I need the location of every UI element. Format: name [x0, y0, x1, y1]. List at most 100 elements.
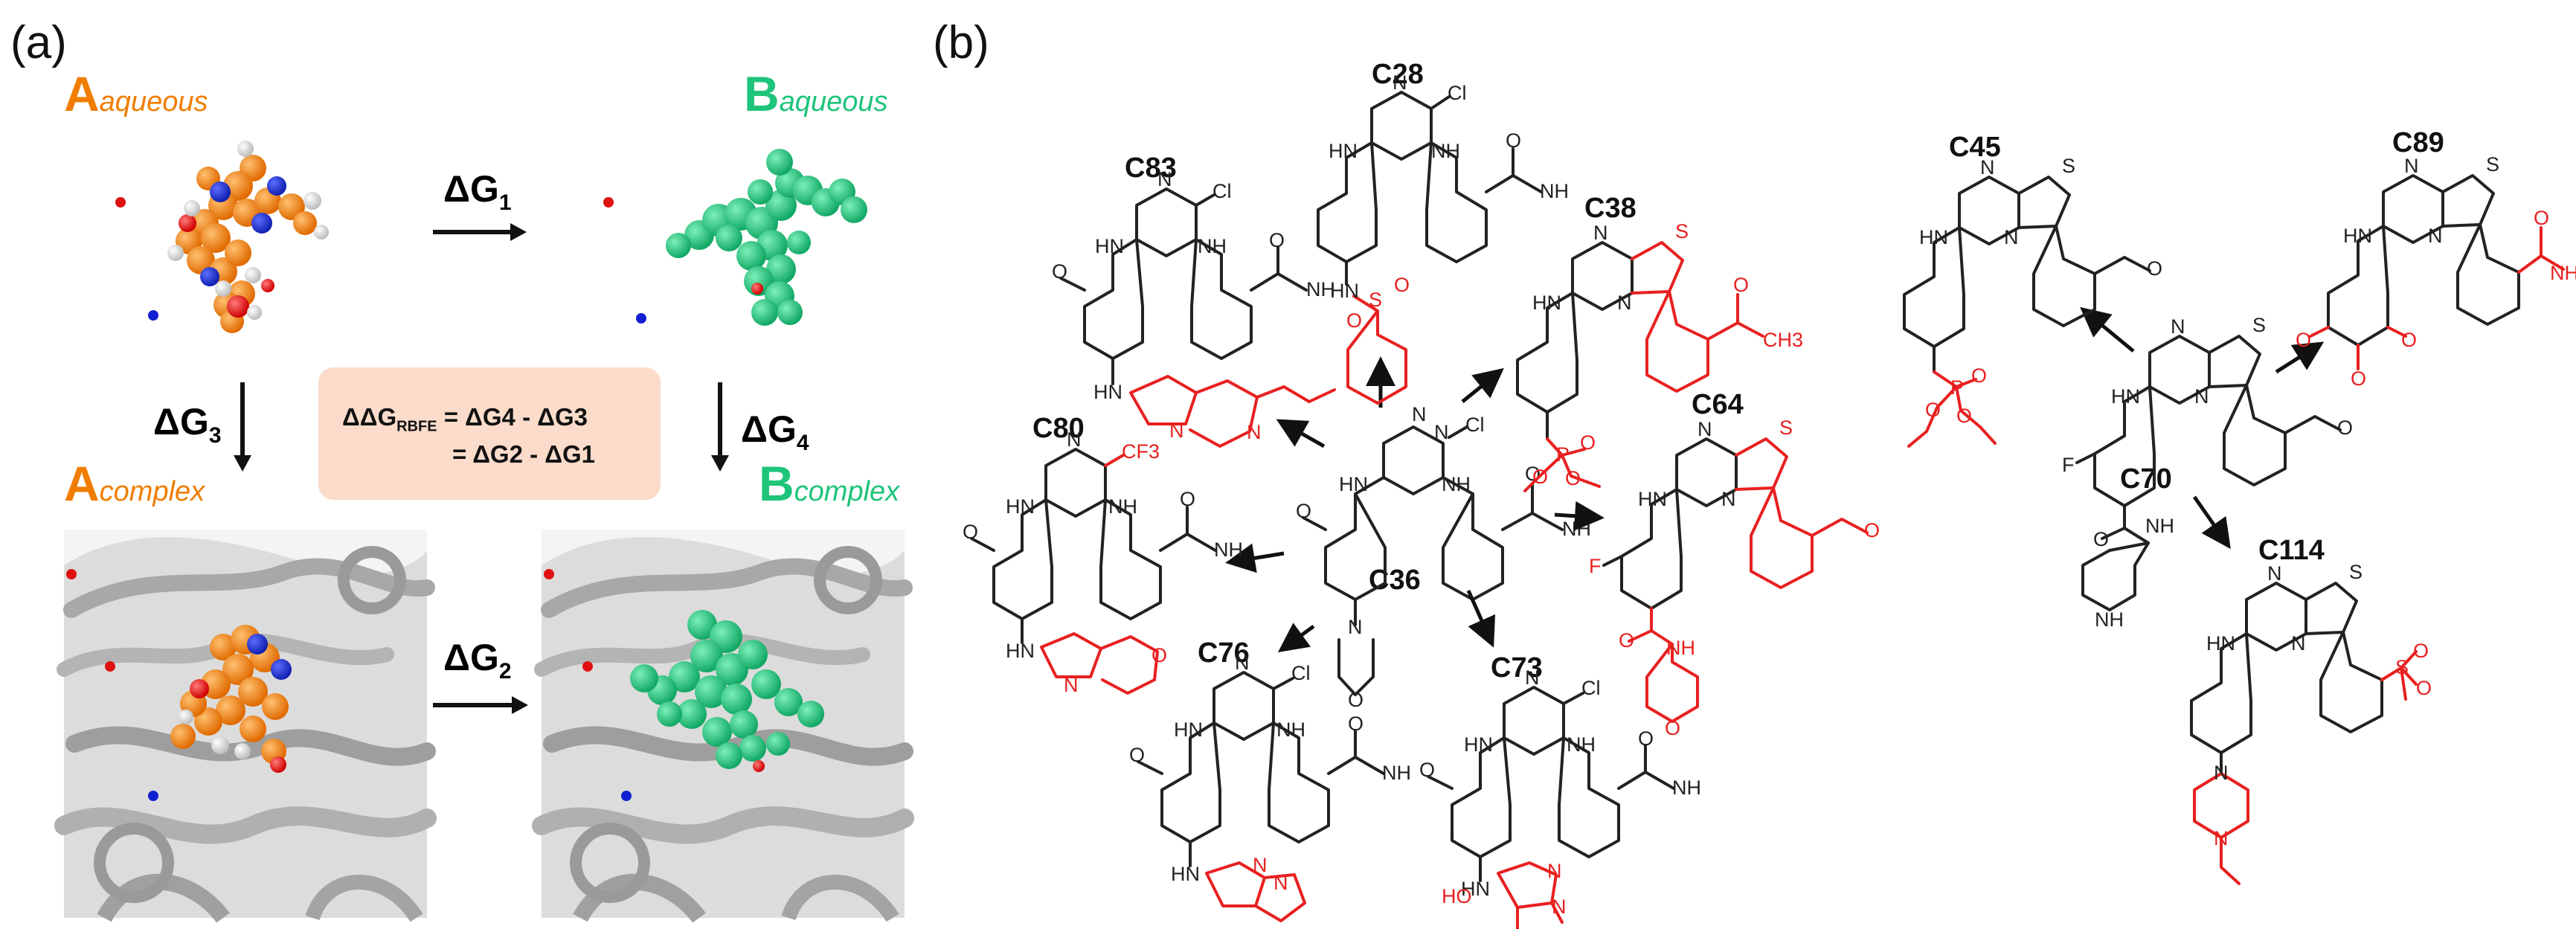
atom-o: O: [1532, 466, 1548, 488]
atom-n: N: [1067, 428, 1082, 451]
atom-o: O: [1348, 689, 1364, 711]
atom-nh: NH: [1214, 539, 1243, 561]
atom-nh: NH: [1442, 473, 1471, 495]
atom-o: O: [2413, 640, 2429, 662]
arrow-dg1: [433, 223, 527, 241]
compound-label-c89: C89: [2392, 127, 2444, 158]
dg1-sub: 1: [498, 190, 512, 215]
dg1-label: ΔG1: [443, 167, 512, 216]
panel-b-label: (b): [933, 17, 989, 68]
protein-complex-b: [532, 530, 914, 923]
atom-o: O: [1580, 431, 1596, 454]
atom-n: N: [1393, 71, 1407, 94]
atom-nh: NH: [1562, 518, 1591, 540]
atom-o: O: [2147, 257, 2162, 280]
b-aqueous-label: Baqueous: [744, 65, 887, 122]
atom-n: N: [1348, 616, 1363, 638]
atom-f: F: [2062, 454, 2075, 476]
dg2-sub: 2: [498, 659, 512, 684]
b-complex-label: Bcomplex: [759, 455, 899, 512]
atom-o: O: [1419, 759, 1435, 781]
atom-nh: NH: [2145, 515, 2174, 537]
dg3-sub: 3: [208, 423, 222, 448]
equation-lhs: ΔΔG: [342, 403, 397, 431]
a-complex-label: Acomplex: [64, 455, 205, 512]
ion-red: [603, 197, 614, 208]
atom-o: O: [1864, 519, 1880, 541]
structure-c80: CF3 N HN NH O HN N O O NH: [963, 428, 1243, 696]
atom-o: O: [963, 521, 978, 543]
atom-n: N: [2291, 632, 2306, 655]
atom-n: N: [1412, 403, 1427, 425]
atom-hn: HN: [2111, 385, 2140, 408]
atom-o: O: [1348, 713, 1364, 735]
compound-label-c38: C38: [1584, 193, 1637, 224]
compound-label-c64: C64: [1692, 389, 1744, 420]
atom-s: S: [1675, 220, 1689, 242]
atom-n: N: [2171, 315, 2185, 338]
compound-label-c80: C80: [1032, 413, 1085, 444]
dg2-label: ΔG2: [443, 636, 512, 684]
atom-p: P: [1950, 376, 1964, 399]
atom-hn: HN: [1171, 863, 1200, 885]
atom-o: O: [2337, 417, 2353, 439]
atom-o: O: [2296, 329, 2311, 351]
structure-c36: N N Cl HN NH O N O O NH: [1296, 403, 1591, 711]
atom-hn: HN: [1532, 292, 1561, 314]
structure-c114: N S N HN S O O N N: [2190, 561, 2432, 885]
atom-hn: HN: [2206, 632, 2235, 655]
atom-o: O: [2534, 207, 2549, 229]
compound-label-c36: C36: [1369, 565, 1421, 596]
atom-nh: NH: [1540, 180, 1569, 202]
equation-rhs-2: = ΔG2 - ΔG1: [452, 440, 596, 468]
b-complex-sub: complex: [794, 476, 900, 507]
atom-n: N: [1157, 168, 1172, 190]
atom-o: O: [1052, 260, 1067, 283]
atom-hn: HN: [1174, 719, 1203, 741]
atom-s: S: [2395, 656, 2409, 678]
atom-o: O: [2351, 367, 2366, 390]
ion-blue: [148, 310, 158, 321]
atom-hn: HN: [1006, 640, 1035, 662]
ligand-a-aqueous: [167, 141, 329, 333]
atom-nh: NH: [1306, 278, 1335, 300]
structure-c73: N Cl HN NH O HN N N HO O NH: [1419, 666, 1701, 929]
compound-label-c114: C114: [2258, 535, 2325, 566]
atom-cl: Cl: [1212, 180, 1232, 202]
atom-cl: Cl: [1465, 414, 1485, 436]
atom-s: S: [2252, 314, 2266, 336]
atom-n: N: [1721, 488, 1736, 510]
atom-n: N: [1064, 674, 1079, 696]
atom-hn: HN: [1339, 473, 1368, 495]
atom-o: O: [1925, 399, 1941, 421]
atom-hn: HN: [1095, 235, 1124, 257]
atom-hn: HN: [1464, 733, 1493, 756]
a-aqueous-sub: aqueous: [99, 86, 208, 118]
atom-cf3: CF3: [1122, 440, 1160, 463]
structure-c89: N S N HN O NH O O O: [2296, 153, 2576, 390]
dg1-base: ΔG: [443, 168, 499, 210]
compound-label-c45: C45: [1949, 132, 2001, 163]
structure-c76: N Cl HN NH O HN N N O NH: [1129, 652, 1411, 922]
atom-hn: HN: [1919, 226, 1948, 248]
atom-nh: NH: [1567, 733, 1596, 756]
arrows-c70: [2080, 306, 2325, 550]
equation-rhs-1: = ΔG4 - ΔG3: [443, 403, 588, 431]
ion-blue: [636, 313, 646, 324]
atom-o: O: [1506, 129, 1521, 152]
structure-c28: N Cl HN NH HN S O O O NH: [1317, 71, 1569, 405]
atom-s: S: [1779, 417, 1793, 439]
atom-o: O: [1619, 629, 1634, 652]
atom-nh: NH: [1276, 719, 1305, 741]
atom-hn: HN: [1329, 140, 1358, 162]
dg4-base: ΔG: [741, 408, 797, 450]
panel-a-label: (a): [10, 17, 67, 68]
dg4-sub: 4: [796, 431, 809, 455]
arrow-dg4: [711, 382, 729, 472]
atom-n: N: [2267, 562, 2282, 585]
arrows-c36: [1225, 356, 1605, 652]
atom-cl: Cl: [1448, 82, 1467, 104]
atom-o: O: [1665, 717, 1680, 739]
structure-c83: N Cl HN NH O HN N N O NH: [1052, 168, 1336, 448]
